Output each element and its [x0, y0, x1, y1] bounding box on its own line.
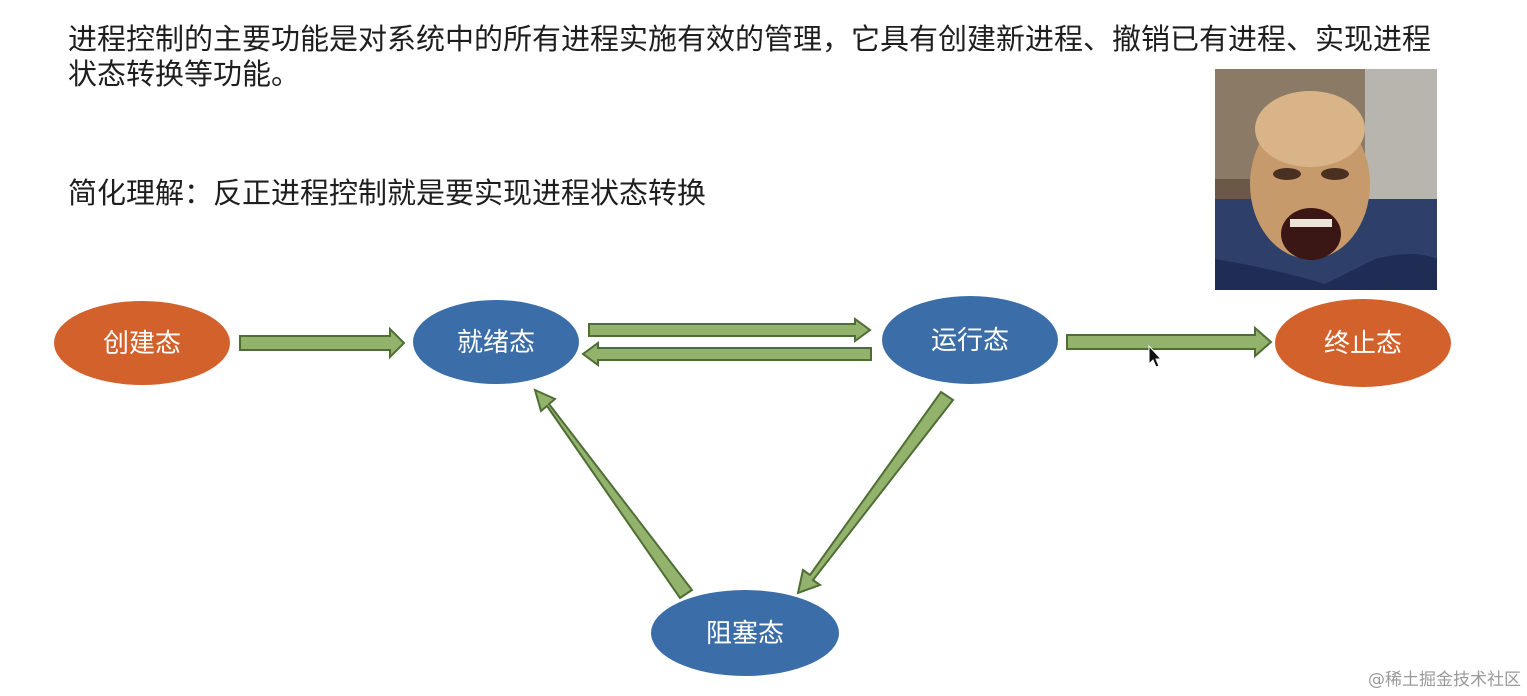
node-created-label: 创建态	[103, 329, 181, 359]
node-running-label: 运行态	[931, 326, 1009, 356]
node-ready-label: 就绪态	[457, 328, 535, 358]
arrow-created-to-ready	[239, 326, 406, 360]
watermark: @稀土掘金技术社区	[1368, 670, 1521, 690]
node-blocked-label: 阻塞态	[706, 619, 784, 649]
node-running: 运行态	[882, 296, 1058, 384]
arrow-running-to-ready	[581, 341, 872, 367]
node-created: 创建态	[54, 301, 230, 385]
arrow-blocked-to-ready	[533, 388, 694, 600]
node-ready: 就绪态	[413, 300, 579, 384]
node-terminated: 终止态	[1275, 299, 1451, 387]
node-blocked: 阻塞态	[651, 590, 839, 676]
arrow-running-to-terminated	[1066, 325, 1273, 359]
mouse-cursor-icon	[1148, 345, 1163, 368]
meme-photo	[1215, 69, 1437, 290]
arrow-running-to-blocked	[796, 390, 955, 595]
node-terminated-label: 终止态	[1324, 329, 1402, 359]
arrow-ready-to-running	[588, 317, 872, 343]
simplified-explanation: 简化理解：反正进程控制就是要实现进程状态转换	[68, 176, 707, 210]
intro-paragraph: 进程控制的主要功能是对系统中的所有进程实施有效的管理，它具有创建新进程、撤销已有…	[68, 22, 1432, 91]
